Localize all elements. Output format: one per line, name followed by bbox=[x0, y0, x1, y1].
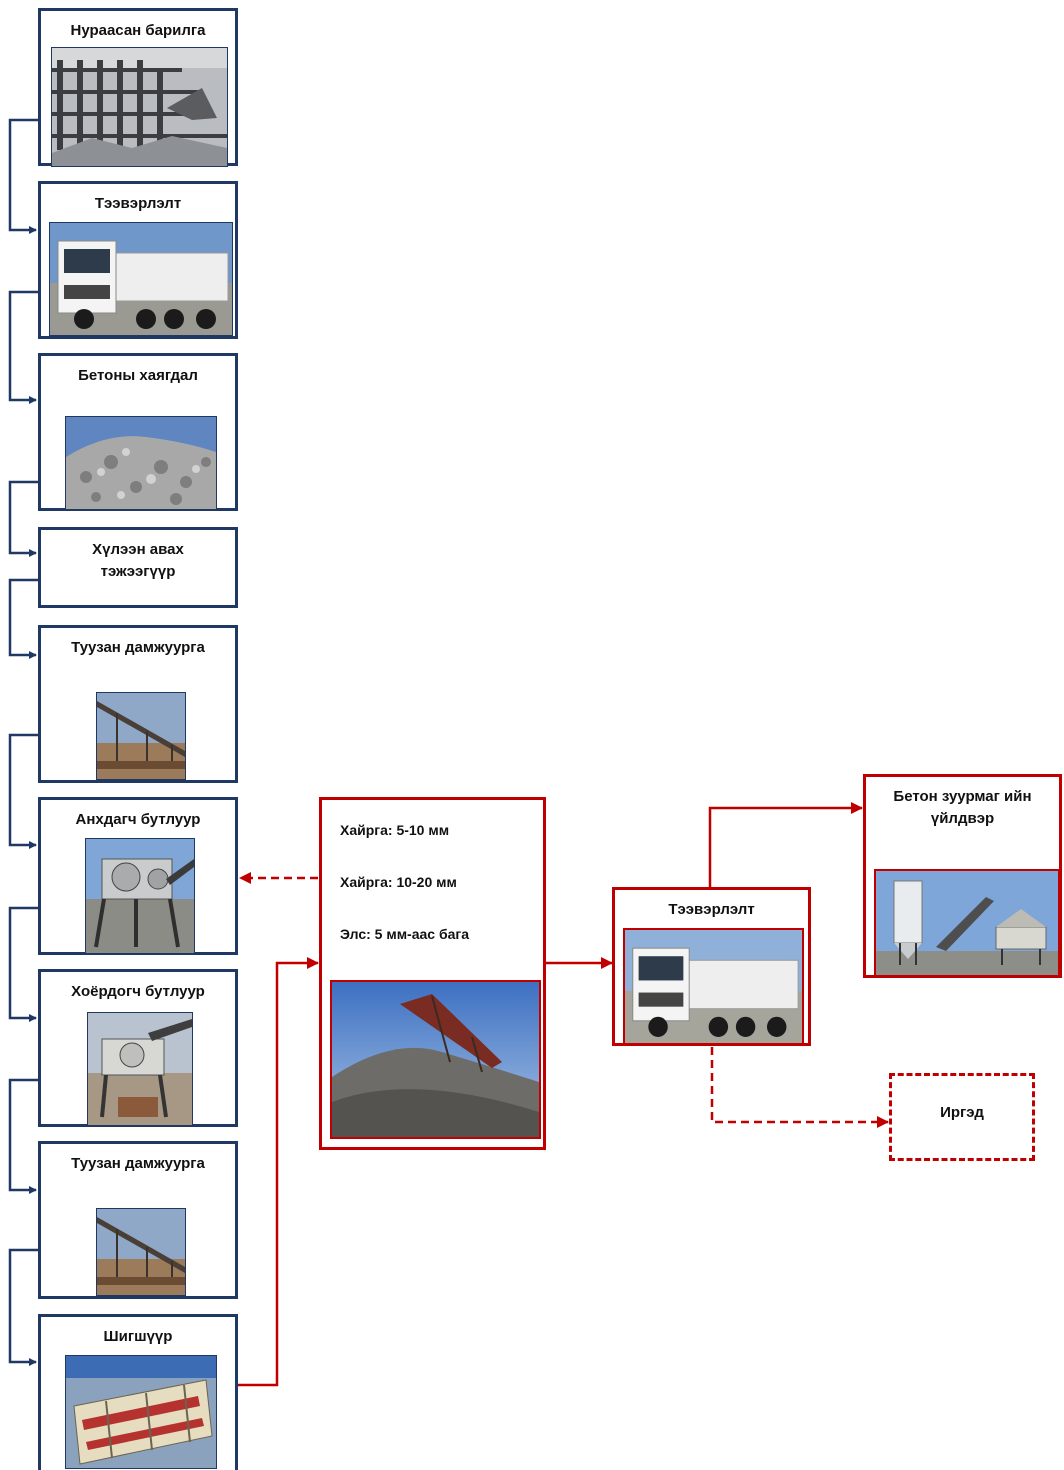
flow-arrow-6 bbox=[8, 906, 38, 1022]
step-receiving-feeder: Хүлээн авах тэжээгүүр bbox=[38, 527, 238, 608]
screen-to-products-arrow bbox=[238, 957, 319, 1387]
step-concrete-waste: Бетоны хаягдал bbox=[38, 353, 238, 511]
flow-arrow-7 bbox=[8, 1078, 38, 1194]
demolished-building-photo bbox=[51, 47, 228, 167]
step-title: Нураасан барилга bbox=[70, 22, 206, 39]
product-item: Хайрга: 10-20 мм bbox=[340, 874, 457, 890]
jaw-crusher-photo bbox=[85, 838, 195, 954]
aggregate-stockpile-photo bbox=[330, 980, 541, 1139]
step-title: Туузан дамжуурга bbox=[71, 639, 205, 656]
step-belt-conveyor-2: Туузан дамжуурга bbox=[38, 1141, 238, 1299]
flow-arrow-2 bbox=[8, 290, 38, 404]
step-screen: Шигшүүр bbox=[38, 1314, 238, 1470]
transport-box: Тээвэрлэлт bbox=[612, 887, 811, 1046]
step-title: Хүлээн авах тэжээгүүр bbox=[92, 541, 184, 580]
flow-arrow-8 bbox=[8, 1248, 38, 1366]
plant-title: Бетон зуурмаг ийн үйлдвэр bbox=[893, 788, 1032, 827]
step-title: Хоёрдогч бутлуур bbox=[71, 983, 205, 1000]
step-demolished-building: Нураасан барилга bbox=[38, 8, 238, 167]
vibrating-screen-photo bbox=[65, 1355, 217, 1469]
step-title: Тээвэрлэлт bbox=[94, 195, 182, 212]
flow-arrow-1 bbox=[8, 118, 38, 234]
step-secondary-crusher: Хоёрдогч бутлуур bbox=[38, 969, 238, 1127]
step-title: Туузан дамжуурга bbox=[71, 1155, 205, 1172]
transport-to-plant-arrow bbox=[708, 802, 863, 887]
flow-arrow-3 bbox=[8, 480, 38, 557]
transport-title: Тээвэрлэлт bbox=[668, 901, 755, 918]
dump-truck-photo bbox=[623, 928, 804, 1045]
concrete-batching-plant-photo bbox=[874, 869, 1060, 977]
step-title: Анхдагч бутлуур bbox=[75, 811, 201, 828]
products-box: Хайрга: 5-10 мм Хайрга: 10-20 мм Элс: 5 … bbox=[319, 797, 546, 1150]
step-belt-conveyor-1: Туузан дамжуурга bbox=[38, 625, 238, 783]
belt-conveyor-photo bbox=[96, 692, 186, 780]
citizens-title: Иргэд bbox=[940, 1104, 984, 1121]
flow-arrow-5 bbox=[8, 733, 38, 849]
step-primary-crusher: Анхдагч бутлуур bbox=[38, 797, 238, 955]
concrete-plant-box: Бетон зуурмаг ийн үйлдвэр bbox=[863, 774, 1062, 978]
step-transport: Тээвэрлэлт bbox=[38, 181, 238, 339]
dump-truck-photo bbox=[49, 222, 233, 336]
product-item: Элс: 5 мм-аас бага bbox=[340, 926, 470, 942]
flow-arrow-4 bbox=[8, 578, 38, 659]
citizens-box: Иргэд bbox=[889, 1073, 1035, 1161]
transport-to-citizens-arrow bbox=[710, 1047, 889, 1128]
product-item: Хайрга: 5-10 мм bbox=[340, 822, 450, 838]
step-title: Бетоны хаягдал bbox=[78, 367, 198, 384]
step-title: Шигшүүр bbox=[103, 1328, 173, 1345]
belt-conveyor-photo bbox=[96, 1208, 186, 1296]
concrete-rubble-photo bbox=[65, 416, 217, 510]
secondary-crusher-photo bbox=[87, 1012, 193, 1126]
